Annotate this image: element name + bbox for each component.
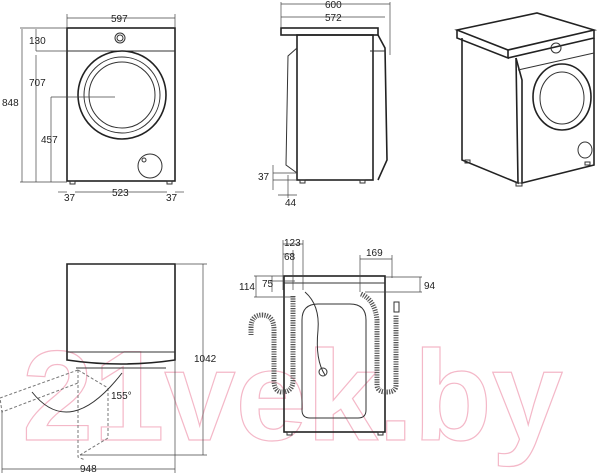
rear-inlet-height-b-label: 75 (262, 279, 274, 290)
front-foot-left-label: 37 (64, 193, 76, 204)
rear-drain-offset-label: 169 (366, 248, 383, 259)
front-door-top-label: 707 (29, 78, 46, 89)
top-height-door-open-label: 1042 (194, 354, 217, 365)
side-foot-offset-label: 44 (285, 198, 297, 209)
rear-inlet-offset-b-label: 68 (284, 252, 296, 263)
top-view: 1042 948 155° (0, 263, 217, 473)
front-height-label: 848 (2, 98, 19, 109)
side-depth-total-label: 600 (325, 0, 342, 11)
front-view: 597 848 130 707 457 523 37 37 (2, 14, 184, 204)
side-view: 600 572 37 44 (258, 0, 391, 209)
rear-inlet-height-a-label: 114 (239, 282, 255, 293)
rear-view: 123 68 169 114 75 94 (239, 238, 436, 436)
front-feet-span-label: 523 (112, 188, 129, 199)
rear-inlet-offset-a-label: 123 (284, 238, 301, 249)
front-top-panel-label: 130 (29, 36, 46, 47)
side-depth-body-label: 572 (325, 13, 342, 24)
front-foot-right-label: 37 (166, 193, 178, 204)
rear-drain-height-label: 94 (424, 281, 436, 292)
top-depth-door-open-label: 948 (80, 464, 97, 473)
door-angle-label: 155° (111, 391, 132, 402)
perspective-view (454, 12, 598, 187)
front-door-center-label: 457 (41, 135, 58, 146)
side-foot-height-label: 37 (258, 172, 270, 183)
watermark: 21vek.by (22, 325, 563, 468)
front-width-label: 597 (111, 14, 128, 25)
